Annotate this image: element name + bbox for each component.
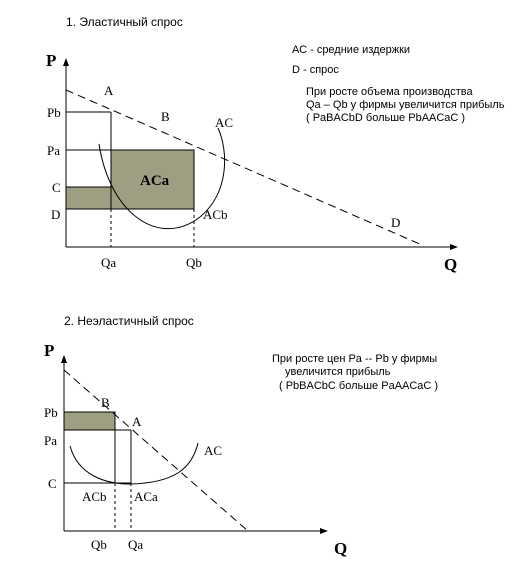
diagram-1-note-line-3: ( PaBACbD больше PbAACaC ) <box>306 112 465 124</box>
diagram-1-label-demand: D <box>391 215 400 230</box>
diagram-2-point-b: B <box>101 395 110 410</box>
diagram-1-price-c: C <box>52 180 61 195</box>
diagram-1-price-d: D <box>51 207 60 222</box>
diagram-2-label-ac: AC <box>204 443 222 458</box>
diagram-1-point-b: B <box>161 109 170 124</box>
diagram-2-note-line-2: увеличится прибыль <box>285 366 391 378</box>
diagram-2-point-a: A <box>132 414 142 429</box>
diagram-1-legend-ac: АС - средние издержки <box>292 44 410 56</box>
diagram-2-title: 2. Неэластичный спрос <box>64 314 194 328</box>
diagram-1-area-profit-a <box>65 186 112 210</box>
diagram-1-arrow-x <box>450 244 458 250</box>
diagram-1-area-profit-b <box>110 149 195 210</box>
diagram-2-note-line-1: При росте цен Pa -- Pb у фирмы <box>272 353 437 365</box>
diagram-1-arrow-y <box>63 58 69 66</box>
diagram-1: 1. Эластичный спрос АС - средние издержк… <box>46 15 505 274</box>
diagram-1-area-label: ACa <box>140 173 170 189</box>
diagram-1-axis-x-label: Q <box>444 255 457 274</box>
diagram-1-label-acb: ACb <box>203 207 228 222</box>
diagram-1-label-ac: AC <box>215 115 233 130</box>
diagram-1-title: 1. Эластичный спрос <box>66 15 183 29</box>
diagram-1-legend-d: D - спрос <box>292 64 339 76</box>
diagram-2-area-profit <box>63 411 116 431</box>
diagram-1-qty-qb: Qb <box>186 255 202 270</box>
diagram-1-price-pb: Pb <box>47 105 61 120</box>
diagram-2-qty-qa: Qa <box>128 537 143 552</box>
diagram-2-demand-line <box>63 369 249 532</box>
diagram-1-point-a: A <box>104 83 114 98</box>
diagram-1-ac-curve <box>98 127 226 230</box>
diagram-2-price-c: C <box>48 476 57 491</box>
diagram-2-axis-y-label: P <box>44 341 54 360</box>
diagram-2-axis-x-label: Q <box>334 539 347 558</box>
diagram-2-price-pa: Pa <box>44 433 57 448</box>
diagram-2-label-acb: ACb <box>82 489 107 504</box>
diagram-2-ac-curve <box>69 442 199 485</box>
diagram-1-price-pa: Pa <box>47 143 60 158</box>
diagram-2-arrow-y <box>61 355 67 363</box>
diagram-1-qty-qa: Qa <box>101 255 116 270</box>
diagram-1-note-line-1: При росте объема производства <box>306 86 473 98</box>
diagram-2-arrow-x <box>320 528 328 534</box>
diagram-2-note-line-3: ( PbBACbC больше PaAACaC ) <box>279 380 438 392</box>
diagram-2-label-aca: ACa <box>134 489 158 504</box>
diagram-1-axis-y-label: P <box>46 51 56 70</box>
diagram-2: 2. Неэластичный спрос При росте цен Pa -… <box>44 314 438 558</box>
diagram-2-qty-qb: Qb <box>91 537 107 552</box>
diagram-2-price-pb: Pb <box>44 405 58 420</box>
diagram-1-note-line-2: Qa – Qb у фирмы увеличится прибыль <box>306 99 505 111</box>
